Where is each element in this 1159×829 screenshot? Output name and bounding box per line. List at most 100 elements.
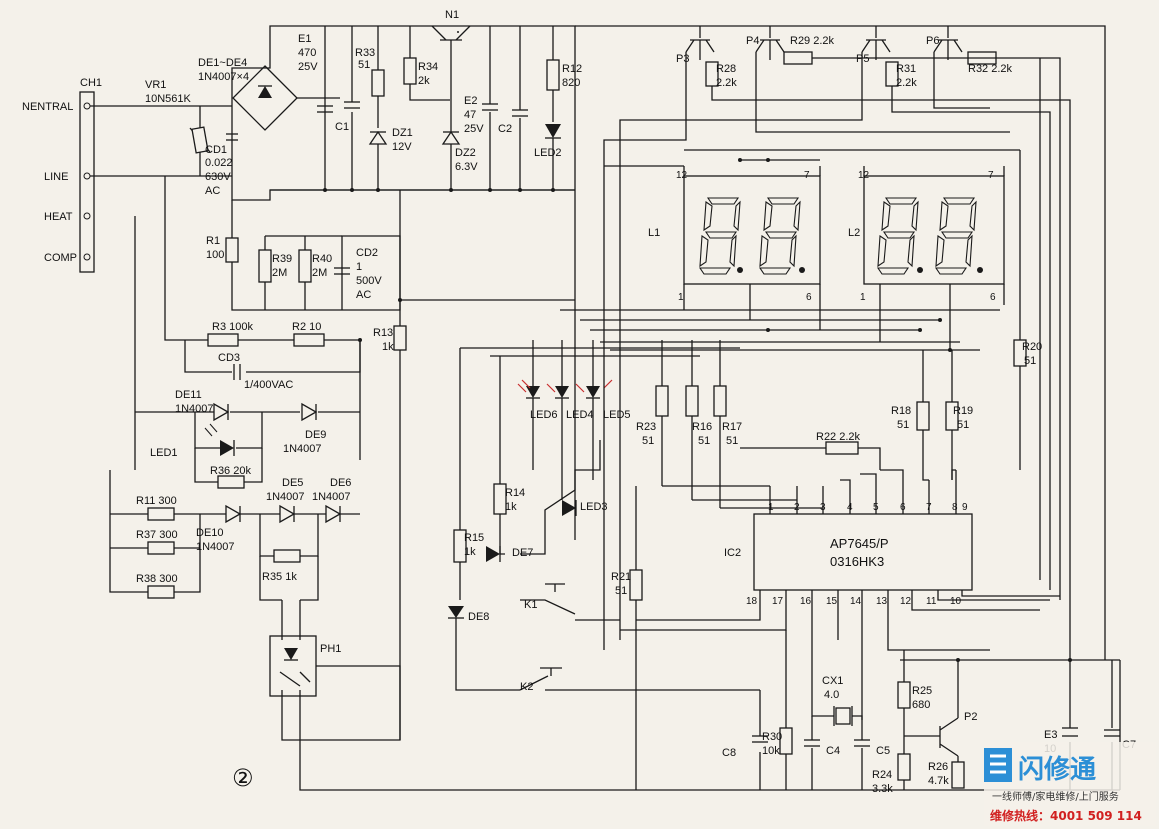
l2-digit-2 <box>934 197 983 275</box>
de8-label: DE8 <box>468 611 489 623</box>
r21-label: R21 <box>611 571 631 583</box>
l1-pin-6: 6 <box>806 292 812 303</box>
ic2-pin-18: 18 <box>746 596 758 607</box>
r19-value: 51 <box>957 419 969 431</box>
r25-label: R25 <box>912 685 932 697</box>
r31-label: R31 <box>896 63 916 75</box>
l1-pin-1: 1 <box>678 292 684 303</box>
r3-label: R3 100k <box>212 321 253 333</box>
r16-value: 51 <box>698 435 710 447</box>
r32-label: R32 2.2k <box>968 63 1013 75</box>
r20-label: R20 <box>1022 341 1042 353</box>
de6-label: DE6 <box>330 477 351 489</box>
bridge-value: 1N4007×4 <box>198 71 249 83</box>
r18-label: R18 <box>891 405 911 417</box>
watermark-logo <box>984 742 1156 826</box>
ph1-label: PH1 <box>320 643 341 655</box>
r2-label: R2 10 <box>292 321 321 333</box>
r33-label: R33 <box>355 47 375 59</box>
ph1-optocoupler <box>269 635 317 697</box>
transistor-p2 <box>939 660 959 762</box>
r15-value: 1k <box>464 546 476 558</box>
p6-label: P6 <box>926 35 939 47</box>
led1-label: LED1 <box>150 447 178 459</box>
r28-value: 2.2k <box>716 77 737 89</box>
r25-value: 680 <box>912 699 930 711</box>
r24-label: R24 <box>872 769 892 781</box>
l2-pin-1: 1 <box>860 292 866 303</box>
r34-value: 2k <box>418 75 430 87</box>
de5-value: 1N4007 <box>266 491 305 503</box>
de9-value: 1N4007 <box>283 443 322 455</box>
cx1-value: 4.0 <box>824 689 839 701</box>
de9-label: DE9 <box>305 429 326 441</box>
r30-value: 10k <box>762 745 780 757</box>
cd3-label: CD3 <box>218 352 240 364</box>
ic2-pin-12: 12 <box>900 596 912 607</box>
ic2-label: IC2 <box>724 547 741 559</box>
r33-value: 51 <box>358 59 370 71</box>
r13-label: R13 <box>373 327 393 339</box>
ic2-pin-10: 10 <box>950 596 962 607</box>
led5-label: LED5 <box>603 409 631 421</box>
transistor-p5 <box>861 26 891 60</box>
r21-value: 51 <box>615 585 627 597</box>
led3-label: LED3 <box>580 501 608 513</box>
ic2-pin-6: 6 <box>900 502 906 513</box>
cd2-type: AC <box>356 289 371 301</box>
ic2-pin-9: 9 <box>962 502 968 513</box>
led2-label: LED2 <box>534 147 562 159</box>
ic2-pin-17: 17 <box>772 596 784 607</box>
ic2-chip <box>753 513 973 591</box>
l2-pin-7: 7 <box>988 170 994 181</box>
ic2-bottom-pins <box>620 590 1060 720</box>
terminal-neutral <box>83 102 91 110</box>
terminal-line-label: LINE <box>44 171 68 183</box>
transistor-p4 <box>755 26 785 60</box>
ic2-pin-3: 3 <box>820 502 826 513</box>
cd1-type: AC <box>205 185 220 197</box>
terminal-neutral-label: NENTRAL <box>22 101 73 113</box>
r12-value: 820 <box>562 77 580 89</box>
r30-label: R30 <box>762 731 782 743</box>
bridge-rectifier <box>232 65 298 131</box>
de11-value: 1N4007 <box>175 403 214 415</box>
cd2-value: 1 <box>356 261 362 273</box>
k1-label: K1 <box>524 599 537 611</box>
r39-label: R39 <box>272 253 292 265</box>
e3-label: E3 <box>1044 729 1057 741</box>
l1-digit-2 <box>758 197 805 275</box>
p5-label: P5 <box>856 53 869 65</box>
ic2-code: 0316HK3 <box>830 554 884 569</box>
cd3-value: 1/400VAC <box>244 379 293 391</box>
n1-label: N1 <box>445 9 459 21</box>
de5-label: DE5 <box>282 477 303 489</box>
r19-label: R19 <box>953 405 973 417</box>
c5-label: C5 <box>876 745 890 757</box>
r12-label: R12 <box>562 63 582 75</box>
terminal-comp <box>83 253 91 261</box>
c4-label: C4 <box>826 745 840 757</box>
ch1-label: CH1 <box>80 77 102 89</box>
r18-value: 51 <box>897 419 909 431</box>
ic2-pin-7: 7 <box>926 502 932 513</box>
r26-value: 4.7k <box>928 775 949 787</box>
dz1-label: DZ1 <box>392 127 413 139</box>
r38-label: R38 300 <box>136 573 178 585</box>
terminal-heat <box>83 212 91 220</box>
r37-label: R37 300 <box>136 529 178 541</box>
transistor-p3 <box>685 26 715 60</box>
ic2-pin-15: 15 <box>826 596 838 607</box>
r17-value: 51 <box>726 435 738 447</box>
terminal-line <box>83 172 91 180</box>
l2-digit-1 <box>876 197 923 275</box>
transistor-p6 <box>933 26 963 60</box>
r40-label: R40 <box>312 253 332 265</box>
p4-label: P4 <box>746 35 759 47</box>
r1-label: R1 <box>206 235 220 247</box>
de6-value: 1N4007 <box>312 491 351 503</box>
display-l1 <box>683 175 821 285</box>
e2-voltage: 25V <box>464 123 484 135</box>
led4-label: LED4 <box>566 409 594 421</box>
dz2-value: 6.3V <box>455 161 478 173</box>
